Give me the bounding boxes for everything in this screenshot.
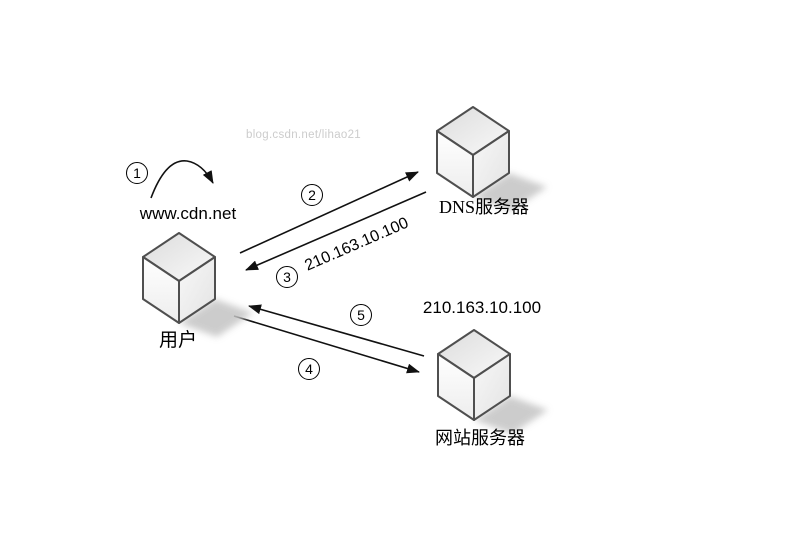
web-server-node-label: 网站服务器 [435, 428, 525, 448]
watermark: blog.csdn.net/lihao21 [246, 129, 361, 141]
arrow-step-4 [233, 315, 420, 374]
web-server-cube [438, 330, 548, 434]
arrow-step-2 [239, 171, 419, 254]
step-3-badge: 3 [276, 266, 298, 288]
step-2-badge: 2 [301, 184, 323, 206]
user-node-label: 用户 [158, 330, 198, 351]
domain-label: www.cdn.net [139, 204, 237, 223]
arrow-step-1 [150, 160, 214, 199]
dns-server-node-label: DNS服务器 [438, 197, 530, 217]
step-1-badge: 1 [126, 162, 148, 184]
dns-server-cube [437, 107, 547, 211]
step-5-badge: 5 [350, 304, 372, 326]
web-server-ip-label: 210.163.10.100 [422, 298, 542, 317]
user-cube [143, 233, 253, 337]
arrow-step-5 [248, 304, 425, 357]
step-4-badge: 4 [298, 358, 320, 380]
arrow-step-3 [245, 191, 427, 271]
